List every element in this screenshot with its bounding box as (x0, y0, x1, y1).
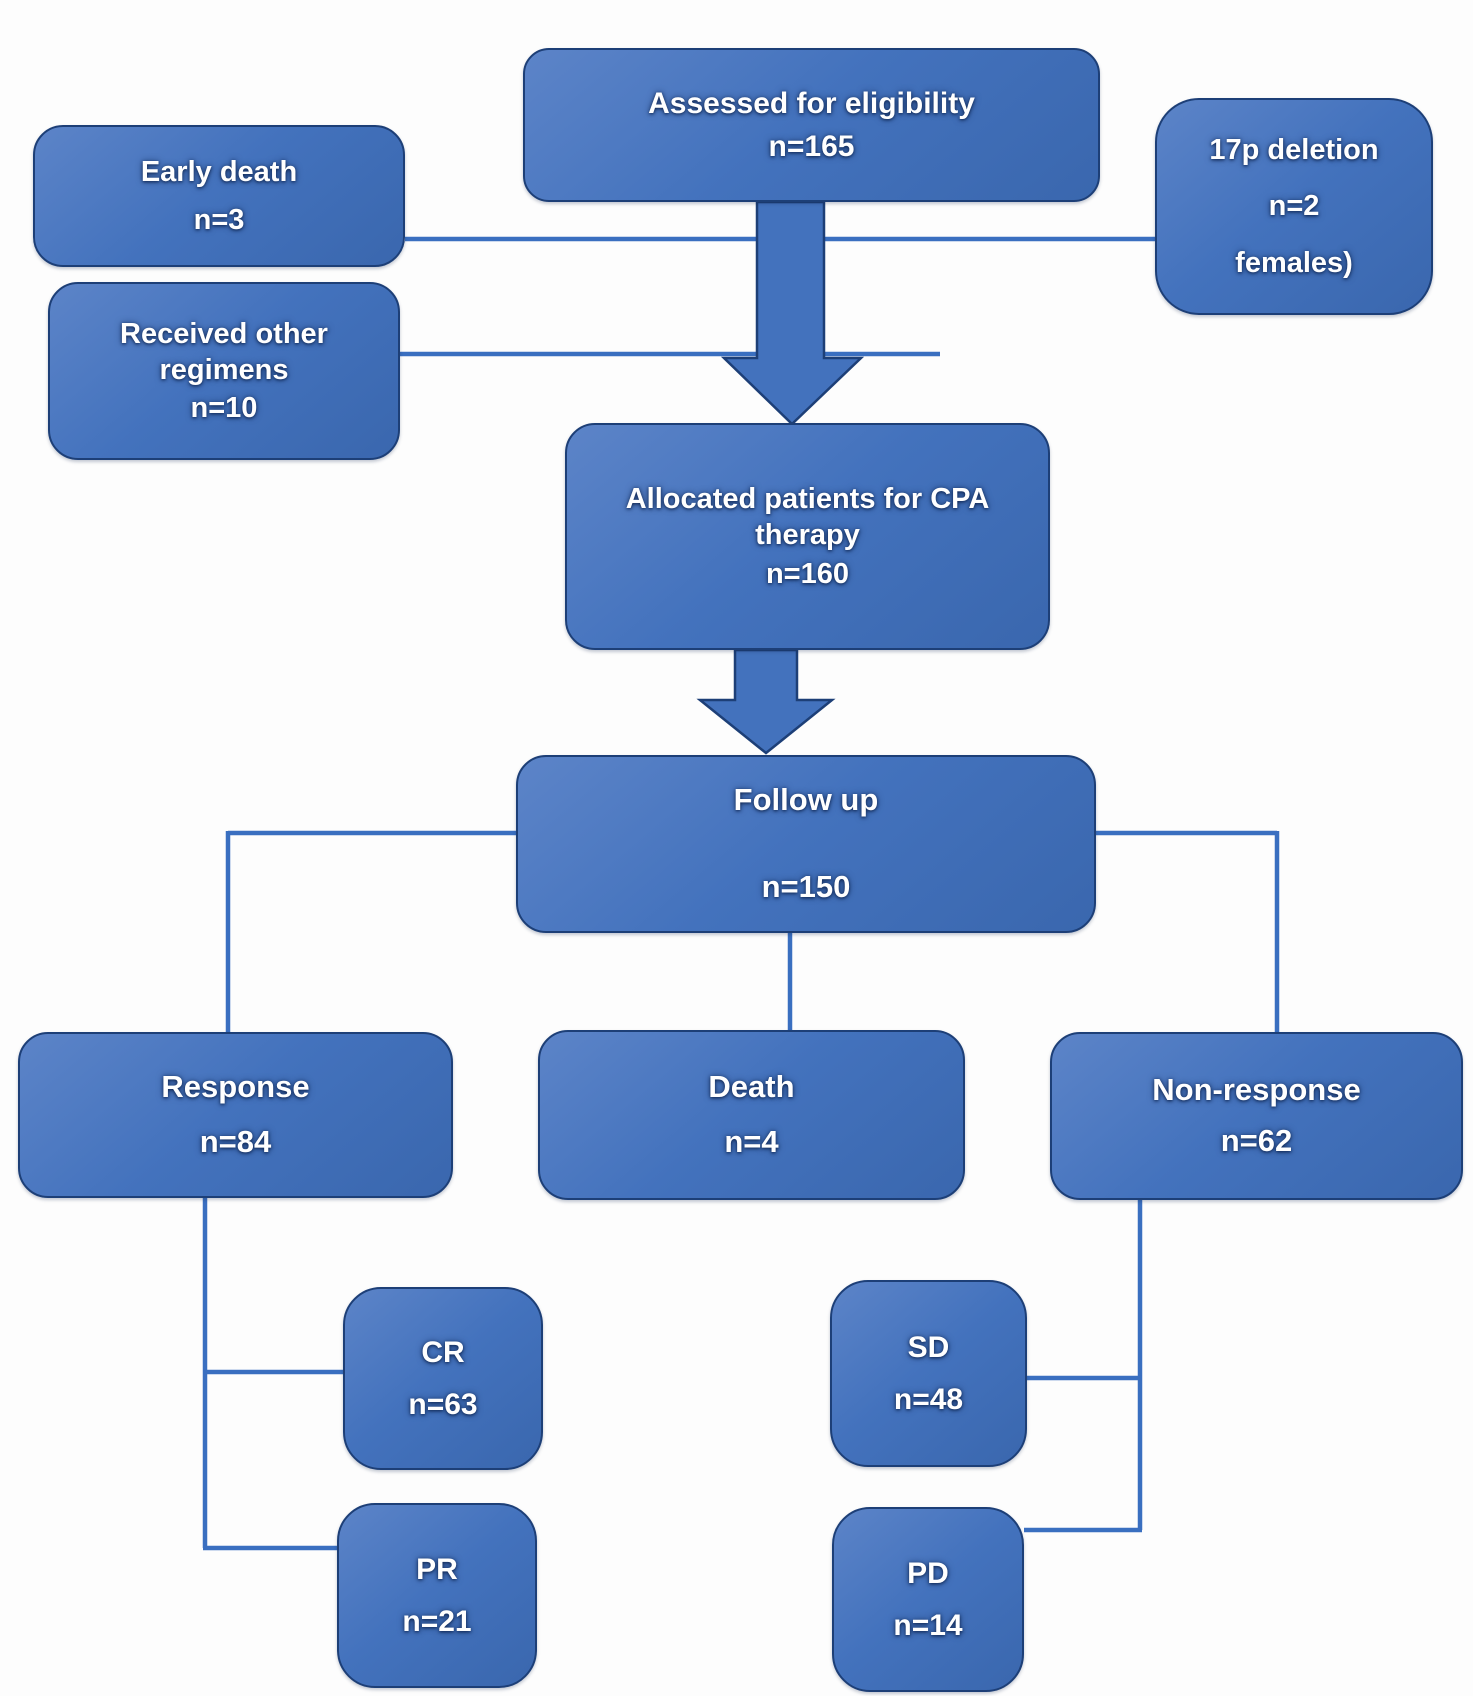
node-allocated-patients-cpa-therapy: Allocated patients for CPA therapy n=160 (565, 423, 1050, 650)
node-count: n=150 (761, 869, 851, 904)
node-label: SD (907, 1331, 950, 1364)
node-label: 17p deletion (1209, 134, 1379, 167)
node-sd: SD n=48 (830, 1280, 1027, 1467)
node-received-other-regimens: Received other regimens n=10 (48, 282, 400, 460)
down-arrow-assessed-to-allocated (720, 200, 865, 426)
node-count: n=3 (193, 204, 245, 236)
node-count: n=62 (1220, 1123, 1293, 1158)
node-pr: PR n=21 (337, 1503, 537, 1688)
node-count: n=2 (1268, 190, 1320, 223)
node-label: Follow up (733, 782, 879, 818)
node-count: n=14 (893, 1608, 963, 1642)
node-label: Non-response (1152, 1072, 1361, 1108)
node-count: n=84 (199, 1124, 272, 1159)
node-count: n=165 (768, 130, 855, 163)
node-count: n=21 (402, 1604, 472, 1638)
node-count: n=63 (408, 1387, 478, 1421)
node-cr: CR n=63 (343, 1287, 543, 1470)
node-follow-up: Follow up n=150 (516, 755, 1096, 933)
node-extra-text: females) (1235, 246, 1353, 279)
node-count: n=10 (190, 392, 258, 425)
node-label: Received other regimens (120, 317, 328, 386)
node-death: Death n=4 (538, 1030, 965, 1200)
node-label: CR (421, 1336, 465, 1369)
node-assessed-for-eligibility: Assessed for eligibility n=165 (523, 48, 1100, 202)
node-count: n=4 (724, 1124, 779, 1159)
node-label: Death (708, 1069, 795, 1105)
node-label: PR (416, 1553, 458, 1586)
node-17p-deletion: 17p deletion n=2 females) (1155, 98, 1433, 315)
node-count: n=48 (893, 1382, 964, 1416)
down-arrow-allocated-to-followup (696, 648, 836, 755)
node-pd: PD n=14 (832, 1507, 1024, 1692)
node-label: PD (907, 1557, 949, 1590)
node-response: Response n=84 (18, 1032, 453, 1198)
node-early-death: Early death n=3 (33, 125, 405, 267)
node-label: Assessed for eligibility (648, 86, 975, 120)
node-label: Allocated patients for CPA therapy (625, 483, 990, 552)
node-count: n=160 (765, 557, 850, 590)
node-label: Early death (140, 155, 298, 188)
node-label: Response (161, 1069, 310, 1105)
node-non-response: Non-response n=62 (1050, 1032, 1463, 1200)
